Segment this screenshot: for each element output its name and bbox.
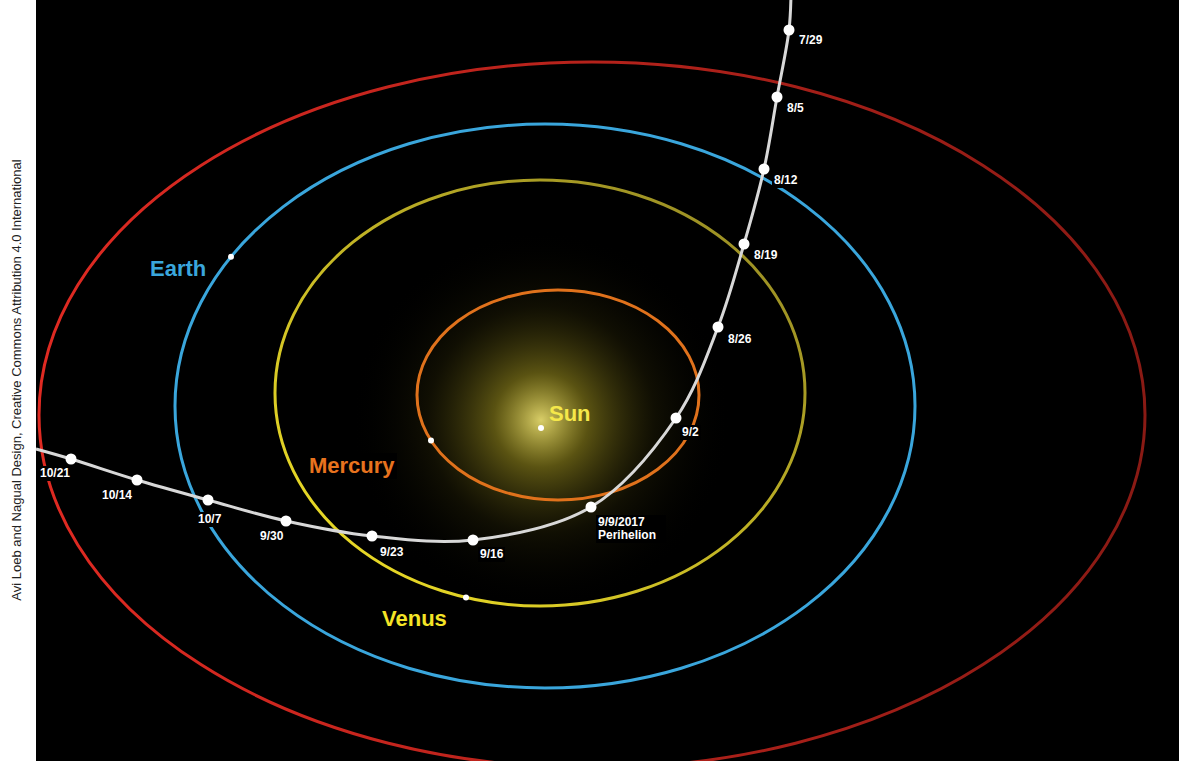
- date-label: 8/5: [785, 101, 806, 116]
- date-dot: [739, 239, 750, 250]
- date-dot: [66, 454, 77, 465]
- date-dot: [671, 413, 682, 424]
- date-dot: [784, 25, 795, 36]
- sun-glow: [351, 230, 731, 610]
- perihelion-label: 9/9/2017 Perihelion: [596, 515, 666, 543]
- date-label: 7/29: [797, 33, 824, 48]
- outer-orbit: [39, 62, 1145, 761]
- date-label: 10/7: [196, 512, 223, 527]
- date-dot: [586, 502, 597, 513]
- date-label: 8/26: [726, 332, 753, 347]
- venus-dot: [463, 595, 469, 601]
- planet-label: Mercury: [307, 453, 397, 479]
- sun-dot: [538, 425, 544, 431]
- date-label: 10/21: [38, 466, 72, 481]
- date-label: 9/30: [258, 529, 285, 544]
- date-label: 9/23: [378, 545, 405, 560]
- mercury-dot: [428, 438, 434, 444]
- date-dot: [759, 164, 770, 175]
- orbit-group: [39, 62, 1145, 761]
- date-dot: [772, 92, 783, 103]
- date-label: 9/16: [478, 547, 505, 562]
- date-label: 8/19: [752, 248, 779, 263]
- date-dot: [203, 495, 214, 506]
- date-label: 10/14: [100, 488, 134, 503]
- sun-label: Sun: [547, 401, 593, 427]
- trajectory-path: [36, 0, 791, 542]
- earth-orbit: [175, 124, 915, 688]
- earth-dot: [228, 254, 234, 260]
- date-dot: [367, 531, 378, 542]
- planet-label: Earth: [148, 256, 208, 282]
- date-label: 8/12: [772, 173, 799, 188]
- date-dot: [132, 475, 143, 486]
- credit-text: Avi Loeb and Nagual Design, Creative Com…: [10, 159, 24, 600]
- mercury-orbit: [417, 290, 699, 500]
- planet-label: Venus: [380, 606, 449, 632]
- trajectory-group: [36, 0, 795, 546]
- venus-orbit: [275, 180, 805, 606]
- date-label: 9/2: [680, 425, 701, 440]
- date-dot: [713, 322, 724, 333]
- date-dot: [281, 516, 292, 527]
- date-dot: [468, 535, 479, 546]
